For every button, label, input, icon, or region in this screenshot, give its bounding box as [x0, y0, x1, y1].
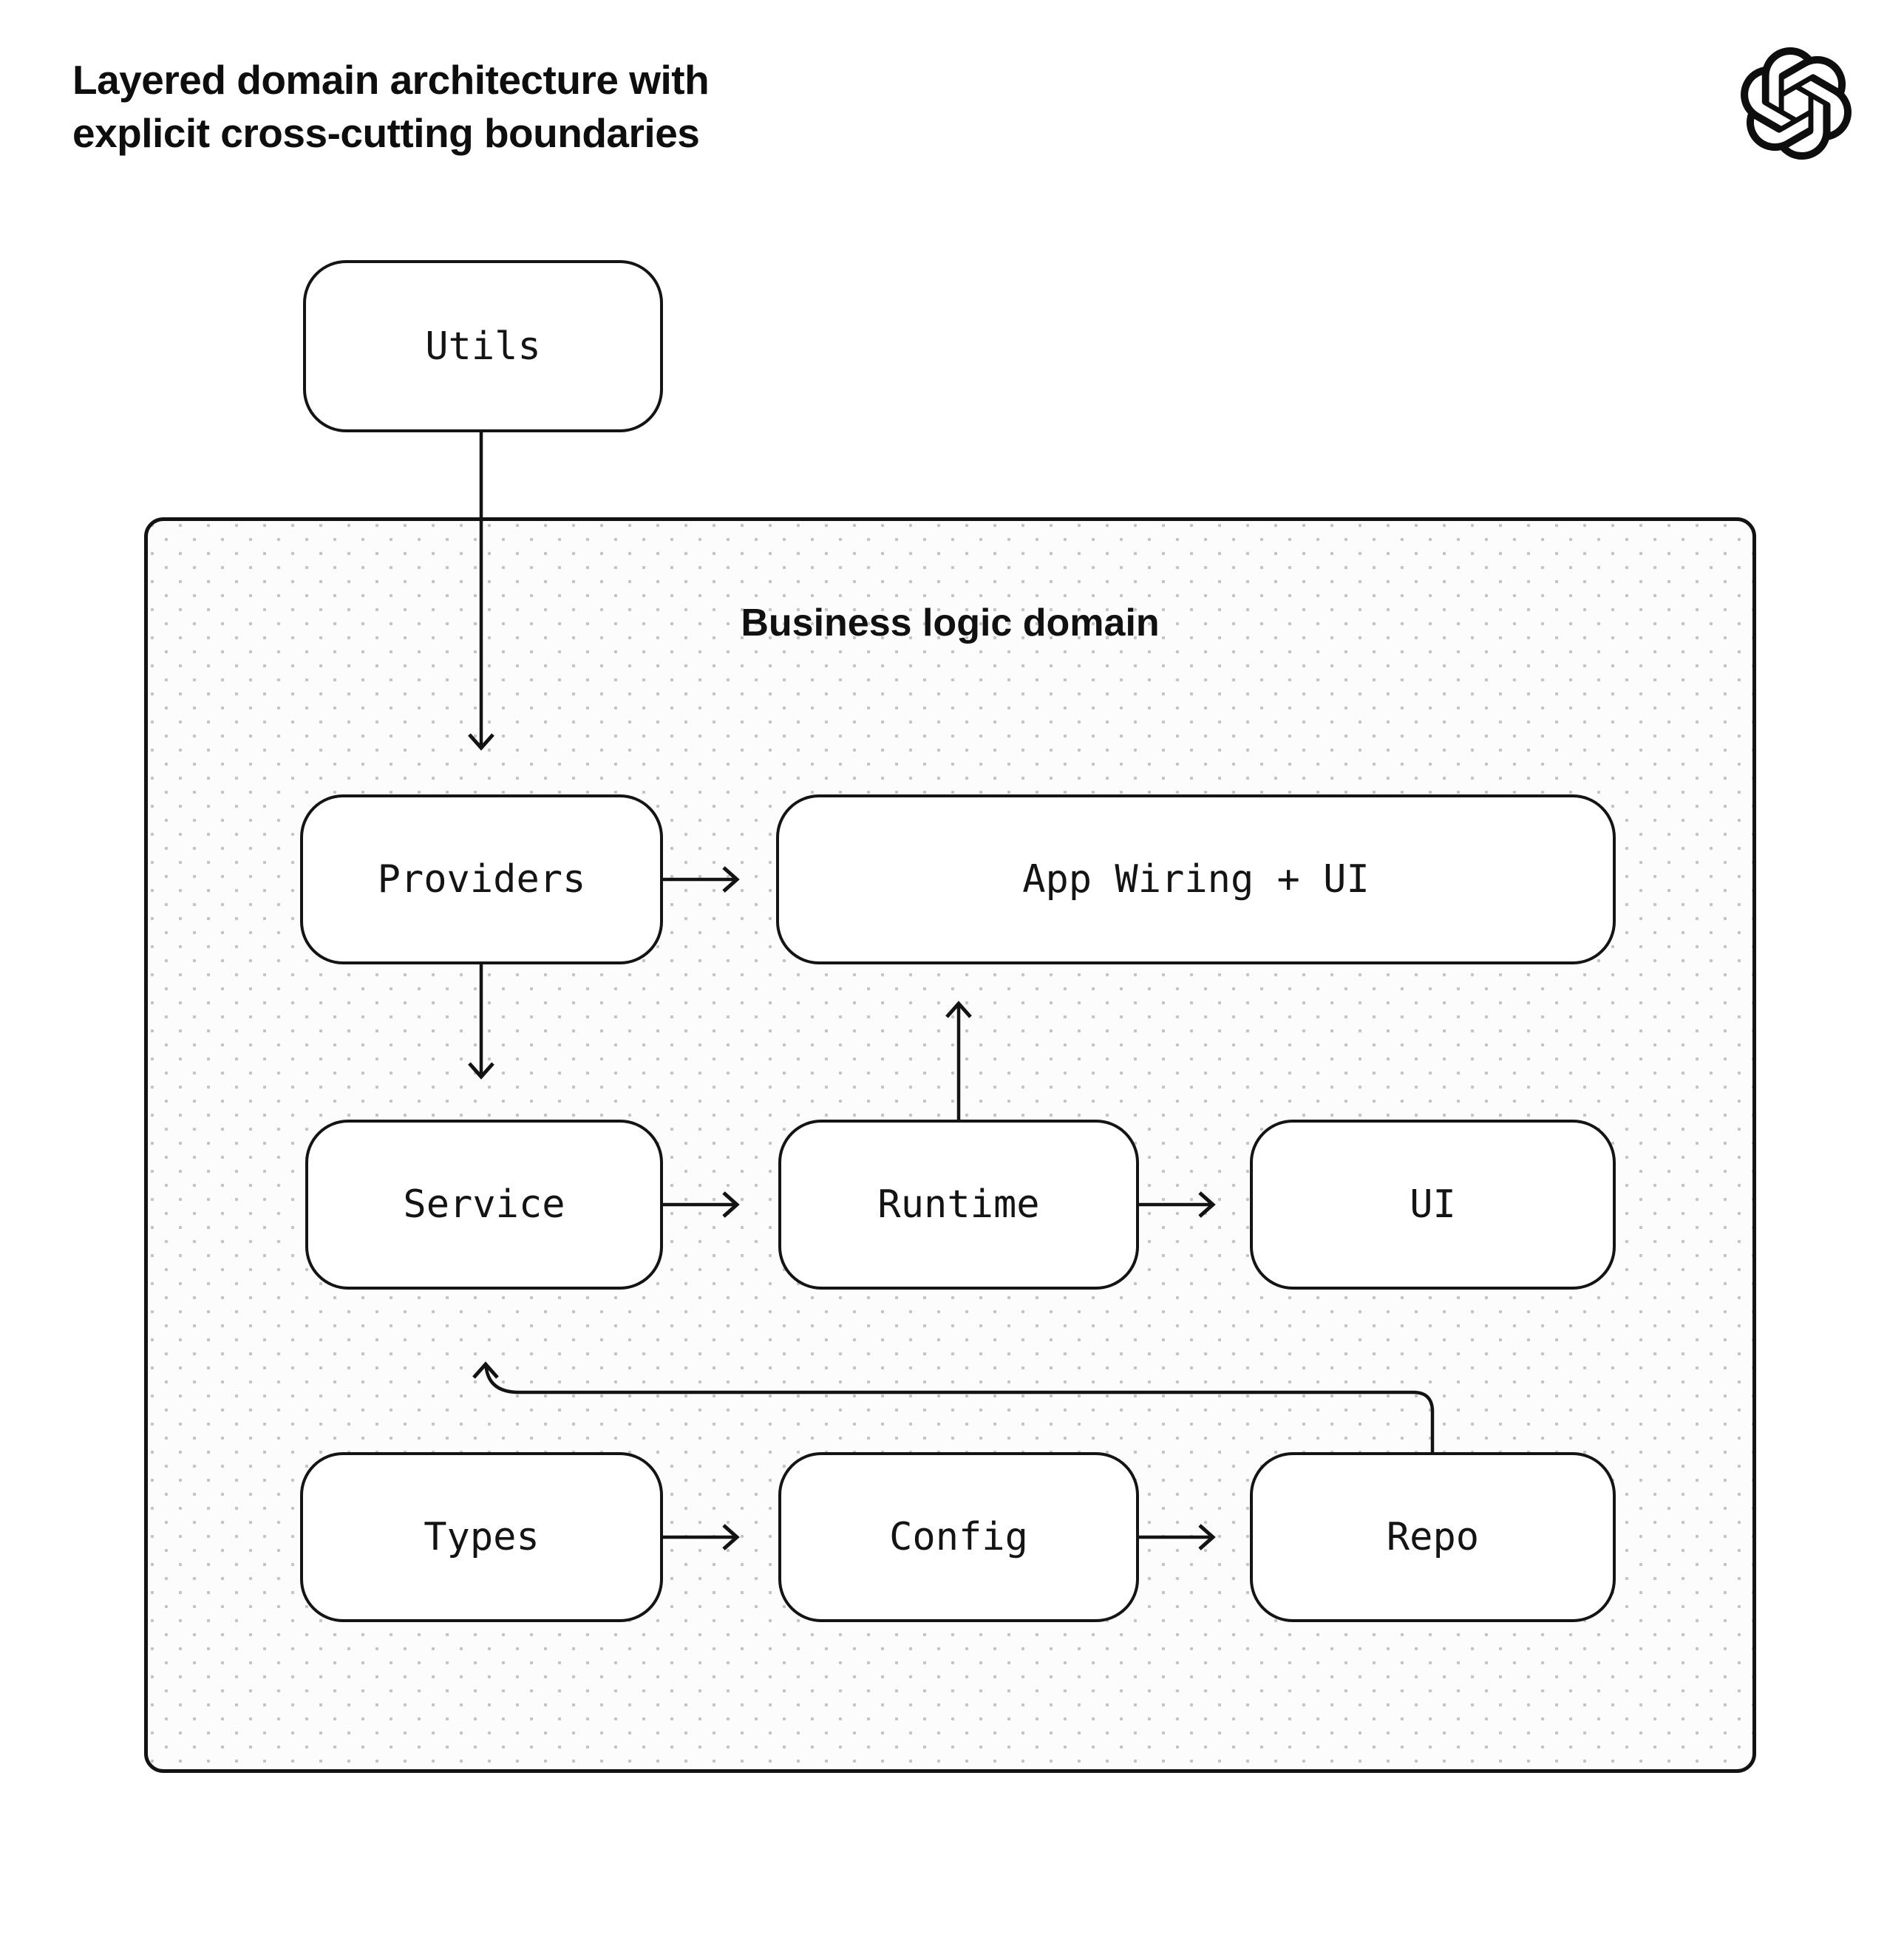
- node-service-label: Service: [403, 1182, 565, 1227]
- domain-label: Business logic domain: [741, 602, 1160, 644]
- page-title: Layered domain architecture with explici…: [72, 53, 710, 160]
- node-utils-label: Utils: [425, 324, 541, 369]
- node-app-wiring-ui-label: App Wiring + UI: [1022, 857, 1370, 902]
- node-providers-label: Providers: [377, 857, 586, 902]
- node-types: Types: [300, 1452, 663, 1622]
- openai-logo-icon: [1740, 47, 1852, 160]
- openai-logo-glyph: [1741, 47, 1852, 160]
- node-runtime: Runtime: [778, 1120, 1139, 1290]
- node-types-label: Types: [424, 1515, 540, 1559]
- node-runtime-label: Runtime: [877, 1182, 1040, 1227]
- node-app-wiring-ui: App Wiring + UI: [776, 794, 1616, 964]
- node-providers: Providers: [300, 794, 663, 964]
- node-ui: UI: [1250, 1120, 1616, 1290]
- node-ui-label: UI: [1410, 1182, 1456, 1227]
- node-repo-label: Repo: [1386, 1515, 1480, 1559]
- page-title-line1: Layered domain architecture with: [72, 57, 710, 103]
- node-service: Service: [305, 1120, 663, 1290]
- node-config-label: Config: [889, 1515, 1028, 1559]
- node-utils: Utils: [303, 260, 663, 432]
- page-title-line2: explicit cross-cutting boundaries: [72, 110, 700, 156]
- node-config: Config: [778, 1452, 1139, 1622]
- node-repo: Repo: [1250, 1452, 1616, 1622]
